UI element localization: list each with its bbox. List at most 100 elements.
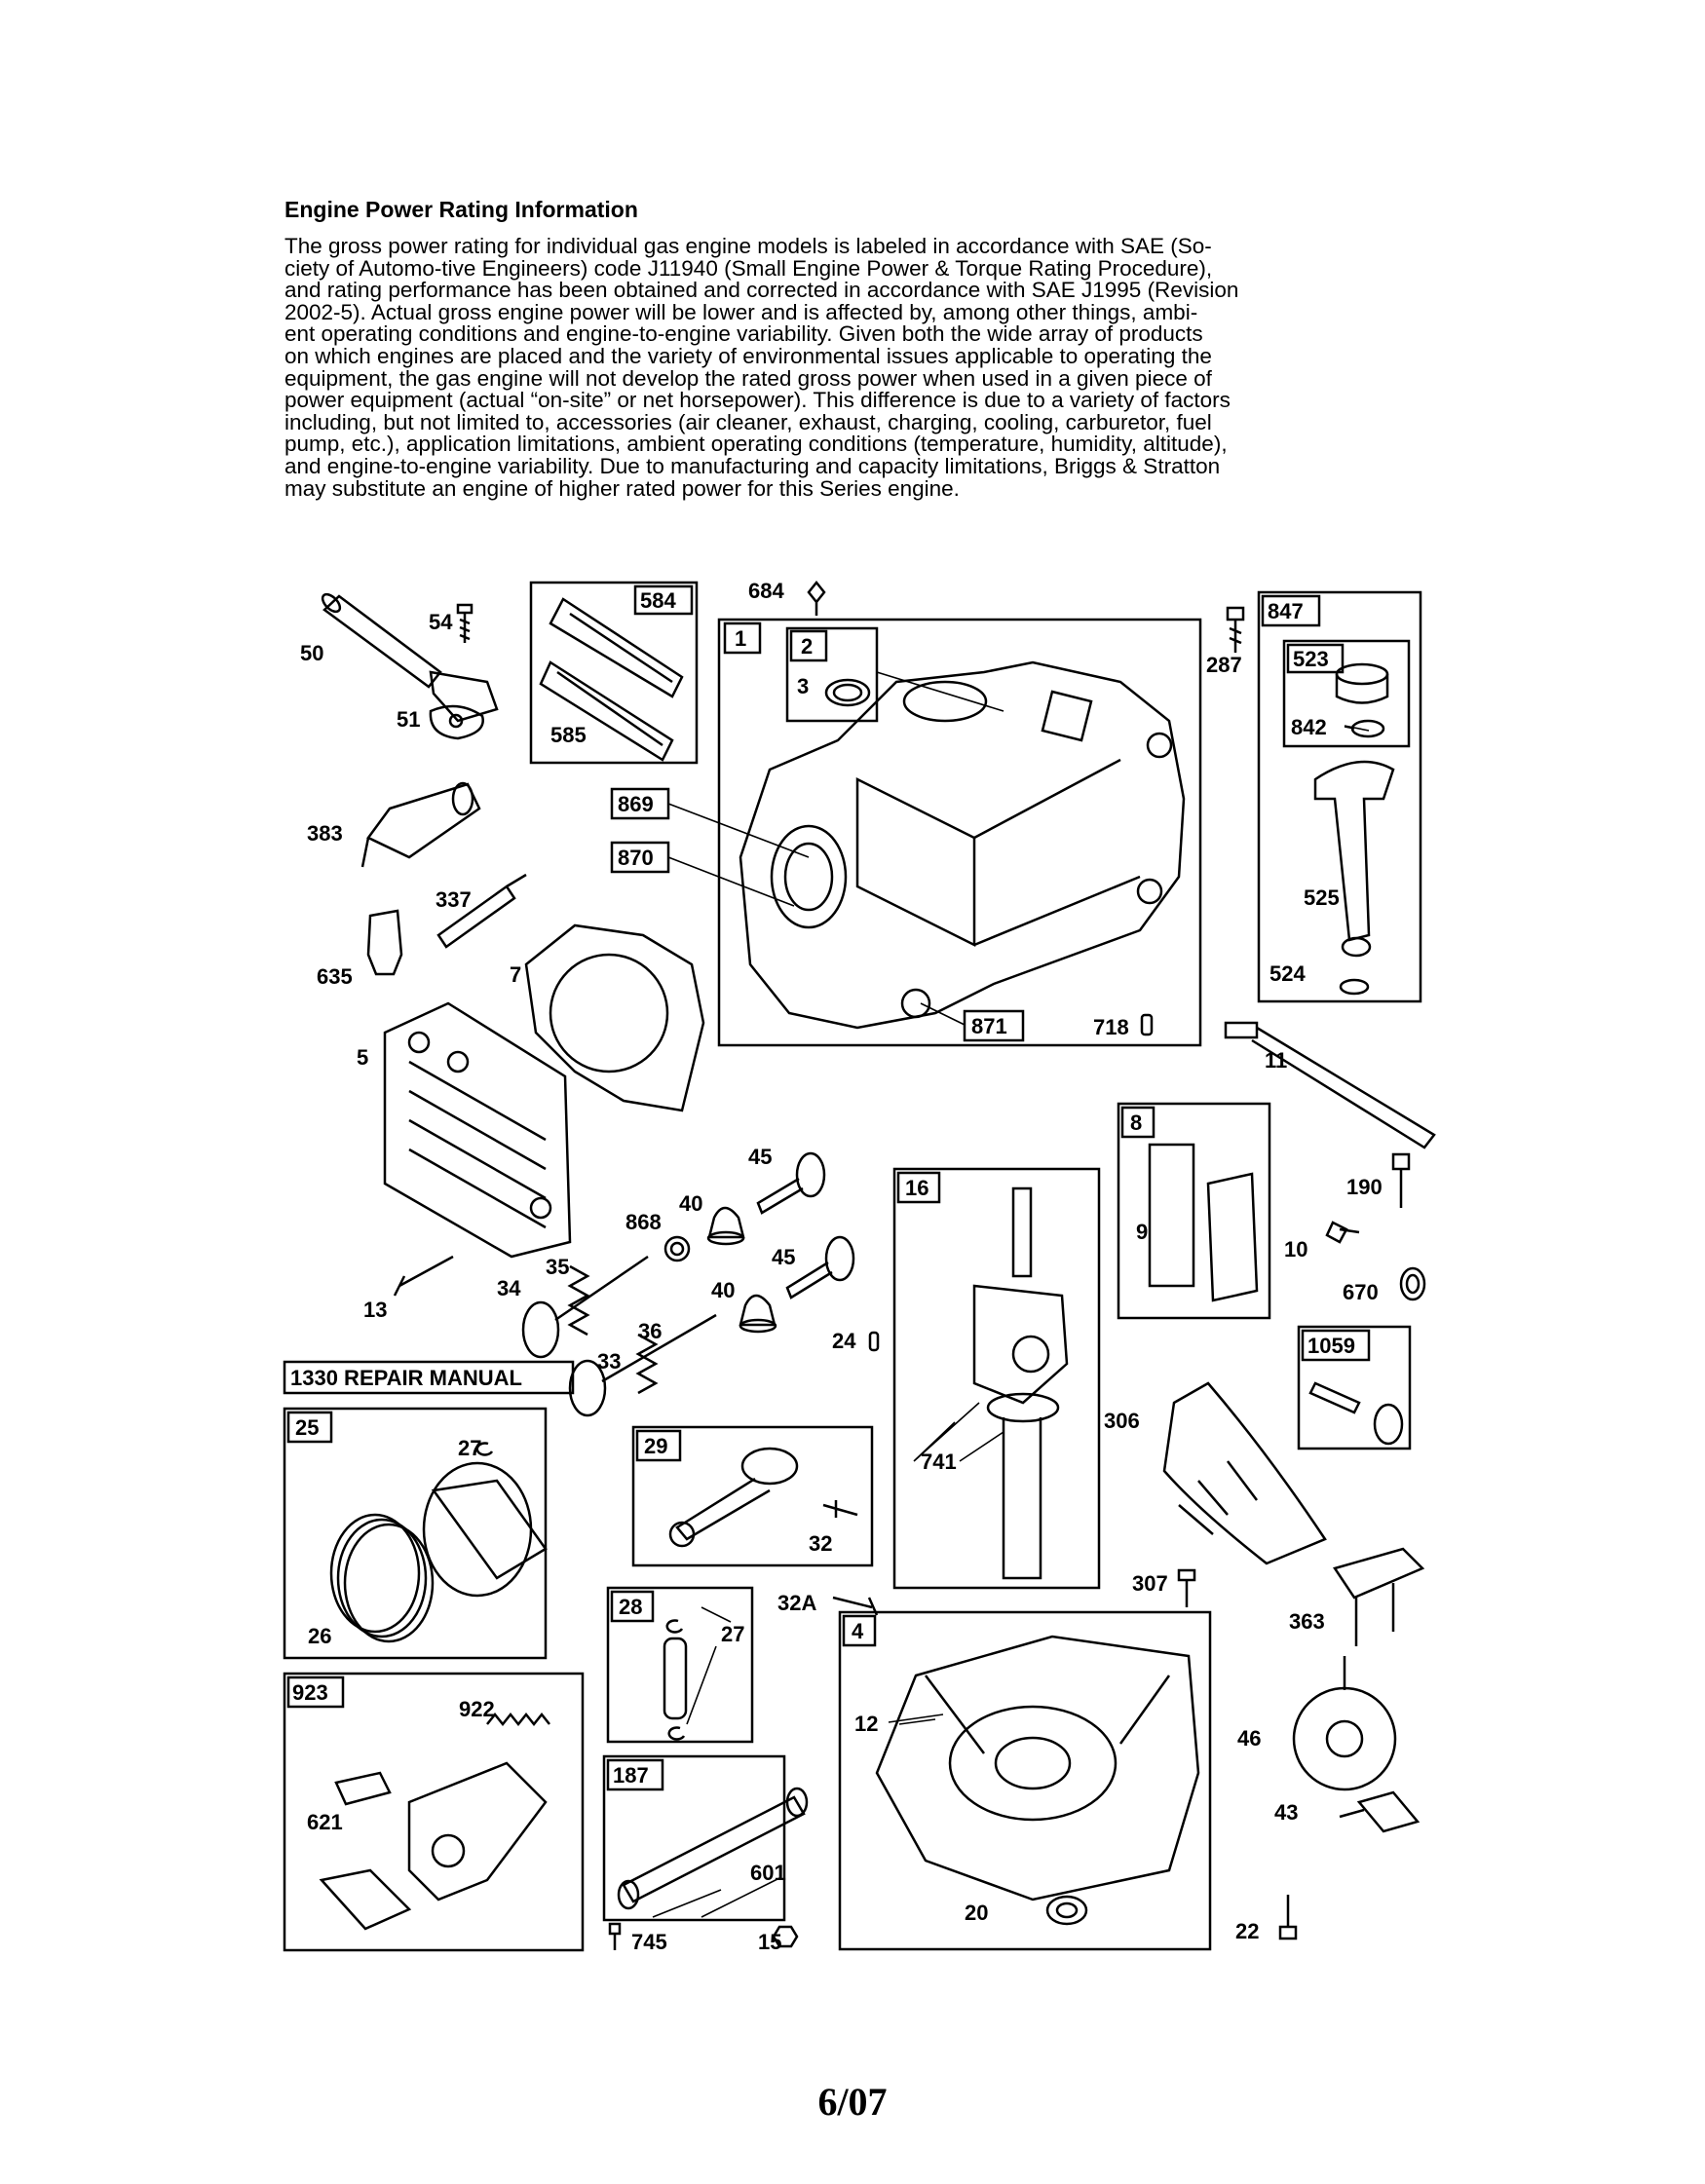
label-7: 7	[510, 962, 521, 987]
label-307: 307	[1132, 1571, 1168, 1596]
label-190: 190	[1346, 1175, 1383, 1199]
part-labels: 54 50 51 585 684 3 287 842 383 337 635 7…	[300, 579, 1383, 1954]
piston-rings-drawing	[329, 1442, 548, 1643]
nut-15-drawing	[772, 1925, 799, 1948]
paragraph-line: pump, etc.), application limitations, am…	[284, 432, 1228, 457]
group-25-frame: 25	[283, 1407, 548, 1660]
bolt-684-drawing	[807, 580, 826, 616]
dipstick-tube-drawing	[321, 592, 499, 723]
screw-54-drawing	[456, 603, 474, 643]
box-870-label: 870	[618, 846, 654, 870]
label-9: 9	[1136, 1220, 1148, 1244]
group-187-frame: 187	[602, 1754, 786, 1922]
page-footer-date: 6/07	[817, 2080, 888, 2124]
tappets-seals-drawing	[663, 1151, 855, 1334]
label-601: 601	[750, 1861, 786, 1885]
part-1059-drawing	[1308, 1381, 1404, 1446]
bolt-13-drawing	[393, 1255, 454, 1297]
label-24: 24	[832, 1329, 856, 1353]
label-46: 46	[1237, 1726, 1261, 1751]
box-847-label: 847	[1268, 599, 1304, 623]
bolt-190-drawing	[1391, 1152, 1411, 1208]
label-745: 745	[631, 1930, 667, 1954]
paragraph-line: including, but not limited to, accessori…	[284, 409, 1212, 434]
bracket-363-drawing	[1333, 1547, 1425, 1646]
group-4-frame: 4	[838, 1610, 1212, 1951]
label-383: 383	[307, 821, 343, 846]
valves-springs-drawing	[521, 1255, 717, 1417]
label-26: 26	[308, 1624, 331, 1648]
label-337: 337	[436, 887, 472, 912]
box-584-label: 584	[640, 588, 676, 613]
group-8-frame: 8	[1117, 1102, 1271, 1320]
label-32A: 32A	[777, 1591, 816, 1615]
spark-plug-337-drawing	[436, 873, 527, 949]
label-51: 51	[397, 707, 420, 732]
label-363: 363	[1289, 1609, 1325, 1634]
label-684: 684	[748, 579, 784, 603]
breather-cover-8-9-drawing	[1148, 1143, 1259, 1302]
dowel-718-drawing	[1140, 1013, 1154, 1036]
gasket-12-leader	[888, 1713, 944, 1723]
box-869-label: 869	[618, 792, 654, 816]
label-670: 670	[1343, 1280, 1379, 1304]
paragraph-line: 2002-5). Actual gross engine power will …	[284, 299, 1198, 324]
paragraph-line: ent operating conditions and engine-to-e…	[284, 321, 1203, 347]
label-36: 36	[638, 1319, 662, 1343]
group-29-frame: 29	[631, 1425, 874, 1567]
label-635: 635	[317, 964, 353, 989]
box-28-label: 28	[619, 1595, 642, 1619]
dowel-24-drawing	[868, 1331, 880, 1352]
repair-manual-box: 1330 REPAIR MANUAL	[283, 1360, 575, 1395]
paragraph-line: may substitute an engine of higher rated…	[284, 475, 960, 501]
rating-paragraph: The gross power rating for individual ga…	[284, 234, 1415, 501]
label-40-lower: 40	[711, 1278, 735, 1302]
group-923-frame: 923	[283, 1672, 585, 1952]
group-847-frame: 847 523	[1257, 590, 1422, 1003]
label-10: 10	[1284, 1237, 1307, 1261]
label-842: 842	[1291, 715, 1327, 739]
label-306: 306	[1104, 1409, 1140, 1433]
leader-lines	[652, 671, 1370, 1918]
plug-boot-635-drawing	[366, 909, 403, 976]
label-524: 524	[1269, 961, 1306, 986]
label-718: 718	[1093, 1015, 1129, 1039]
box-871-label: 871	[971, 1014, 1007, 1038]
label-33: 33	[597, 1349, 621, 1374]
seal-20-drawing	[1045, 1895, 1088, 1926]
screw-745-drawing	[608, 1922, 622, 1950]
box-4-label: 4	[852, 1619, 864, 1643]
cylinder-head-5-drawing	[383, 1001, 572, 1259]
label-287: 287	[1206, 653, 1242, 677]
box-1-label: 1	[735, 626, 746, 651]
box-25-label: 25	[295, 1415, 319, 1440]
paragraph-line: The gross power rating for individual ga…	[284, 234, 1212, 258]
label-43: 43	[1274, 1800, 1298, 1825]
label-45-upper: 45	[748, 1145, 772, 1169]
sump-4-drawing	[875, 1635, 1200, 1902]
label-27-piston: 27	[458, 1436, 481, 1460]
label-20: 20	[965, 1901, 988, 1925]
label-5: 5	[357, 1045, 368, 1070]
gasket-51-drawing	[429, 704, 484, 740]
repair-manual-label: 1330 REPAIR MANUAL	[290, 1366, 522, 1390]
label-922: 922	[459, 1697, 495, 1721]
oring-842-leader	[1344, 726, 1355, 730]
paragraph-line: and rating performance has been obtained…	[284, 278, 1239, 303]
oil-fill-assembly-drawing	[1313, 662, 1395, 996]
seal-3-drawing	[824, 678, 871, 707]
group-28-frame: 28	[606, 1586, 754, 1744]
section-heading: Engine Power Rating Information	[284, 197, 638, 222]
label-50: 50	[300, 641, 323, 665]
paragraph-line: ciety of Automo-tive Engineers) code J11…	[284, 255, 1213, 281]
screw-10-bushing-670-drawing	[1325, 1221, 1426, 1301]
label-621: 621	[307, 1810, 343, 1834]
screw-307-drawing	[1177, 1568, 1196, 1607]
label-35: 35	[546, 1255, 569, 1279]
paragraph-line: and engine-to-engine variability. Due to…	[284, 453, 1221, 478]
label-13: 13	[363, 1298, 387, 1322]
group-1-frame: 1 2 869 870 871	[610, 618, 1202, 1047]
label-27-pin: 27	[721, 1622, 744, 1646]
breather-383-drawing	[360, 781, 481, 868]
